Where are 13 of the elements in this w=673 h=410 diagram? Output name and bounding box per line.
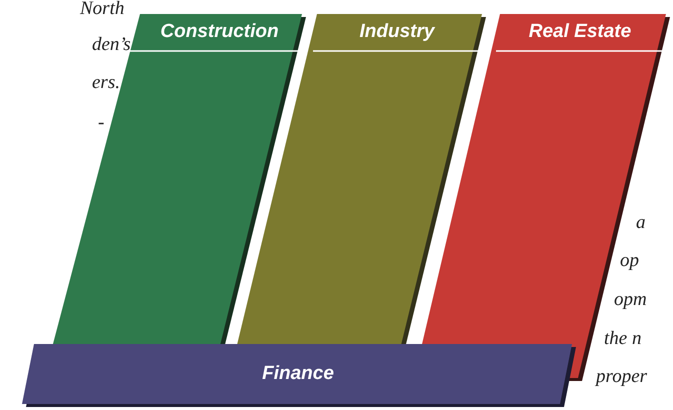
body-text-fragment: den’s bbox=[92, 34, 131, 56]
body-text-fragment: North bbox=[80, 0, 124, 20]
column-heading: Construction bbox=[159, 20, 280, 44]
body-text-fragment: op bbox=[620, 250, 639, 272]
column-heading: Finance bbox=[261, 362, 335, 386]
body-text-fragment: proper bbox=[596, 366, 648, 388]
body-text-fragment: ers. bbox=[92, 72, 120, 94]
body-text-fragment: opm bbox=[614, 289, 647, 311]
column-heading: Real Estate bbox=[528, 20, 632, 44]
column-heading: Industry bbox=[358, 20, 436, 44]
body-text-fragment: - bbox=[98, 112, 104, 134]
body-text-fragment: a bbox=[636, 212, 646, 234]
body-text-fragment: the n bbox=[604, 328, 642, 350]
